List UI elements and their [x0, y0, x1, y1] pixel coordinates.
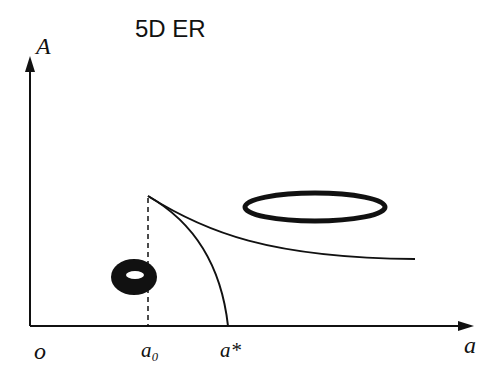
tick-label: a*: [220, 340, 241, 361]
fat-ring: [111, 259, 157, 295]
plot-title: 5D ER: [135, 17, 206, 41]
x-axis-label: a: [464, 333, 476, 357]
lower-branch-curve: [148, 196, 228, 326]
y-axis: [29, 66, 31, 326]
tick-label: a₀: [141, 340, 159, 361]
y-axis-label: A: [36, 34, 51, 58]
fat-ring-hole: [126, 271, 144, 279]
dashed-line: [147, 198, 149, 326]
x-axis-arrow: [458, 321, 474, 331]
origin-label: o: [34, 339, 46, 363]
y-axis-arrow: [25, 56, 35, 72]
x-axis: [30, 325, 464, 327]
thin-ring: [245, 193, 385, 221]
upper-branch-curve: [148, 196, 415, 259]
